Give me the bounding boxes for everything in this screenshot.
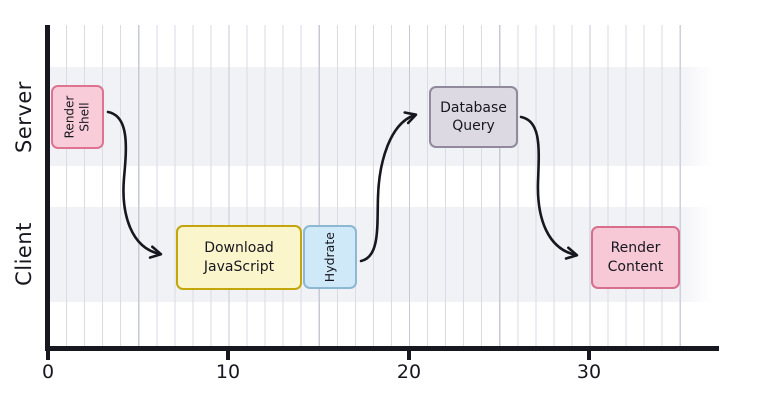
task-render-content-label: Render Content bbox=[607, 240, 664, 275]
x-tick-0 bbox=[46, 346, 50, 360]
task-download-javascript: Download JavaScript bbox=[176, 225, 302, 290]
gridlines bbox=[48, 25, 698, 346]
task-render-content: Render Content bbox=[591, 226, 680, 289]
x-tick-label-30: 30 bbox=[576, 361, 602, 383]
row-label-server: Server bbox=[12, 81, 36, 153]
x-tick-label-0: 0 bbox=[41, 361, 55, 383]
band-fade-right bbox=[676, 25, 718, 346]
y-axis-line bbox=[45, 25, 50, 351]
task-database-query: Database Query bbox=[429, 86, 518, 148]
x-tick-30 bbox=[587, 346, 591, 360]
row-label-client: Client bbox=[12, 222, 36, 286]
task-render-shell: Render Shell bbox=[51, 85, 104, 149]
task-hydrate: Hydrate bbox=[303, 225, 357, 289]
x-tick-20 bbox=[407, 346, 411, 360]
x-tick-10 bbox=[226, 346, 230, 360]
task-database-query-label: Database Query bbox=[440, 99, 507, 134]
task-hydrate-label: Hydrate bbox=[321, 231, 337, 283]
x-axis-line bbox=[45, 346, 719, 351]
x-tick-label-10: 10 bbox=[215, 361, 241, 383]
task-render-shell-label: Render Shell bbox=[62, 95, 92, 139]
task-download-javascript-label: Download JavaScript bbox=[203, 240, 275, 275]
x-tick-label-20: 20 bbox=[396, 361, 422, 383]
